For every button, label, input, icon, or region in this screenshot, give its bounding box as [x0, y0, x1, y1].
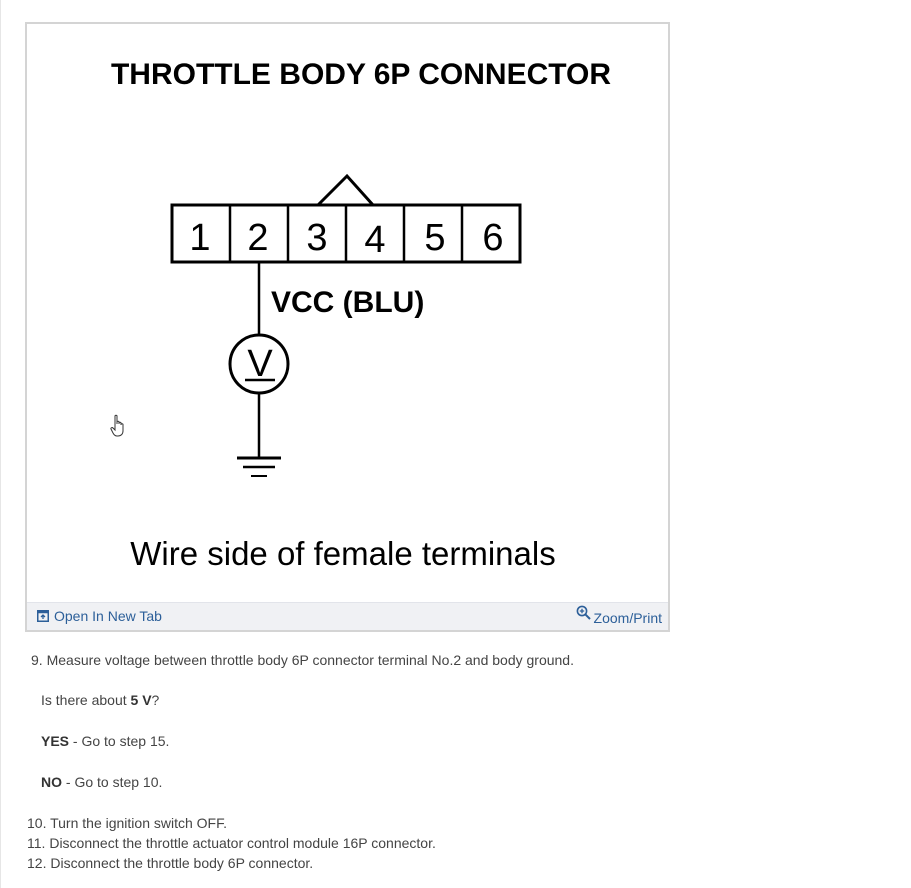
step-text: Measure voltage between throttle body 6P… [46, 652, 574, 668]
connector-figure: THROTTLE BODY 6P CONNECTOR 1 2 3 4 5 6 V… [25, 22, 670, 632]
step-9-no: NO - Go to step 10. [41, 774, 162, 790]
open-in-new-tab-link[interactable]: Open In New Tab [37, 608, 162, 624]
connector-diagram: THROTTLE BODY 6P CONNECTOR 1 2 3 4 5 6 V… [111, 58, 611, 572]
open-in-new-tab-label: Open In New Tab [54, 608, 162, 624]
no-text: - Go to step 10. [62, 774, 163, 790]
terminal-2-label: 2 [247, 217, 268, 259]
voltmeter-symbol: V [247, 343, 273, 385]
step-9-question: Is there about 5 V? [41, 692, 159, 708]
zoom-in-icon [576, 605, 591, 620]
step-11: 11. Disconnect the throttle actuator con… [27, 835, 436, 851]
terminal-3-label: 3 [306, 217, 327, 259]
zoom-print-label: Zoom/Print [593, 610, 662, 626]
yes-text: - Go to step 15. [69, 733, 170, 749]
step-number: 10. [27, 815, 47, 831]
step-10: 10. Turn the ignition switch OFF. [27, 815, 227, 831]
step-9-yes: YES - Go to step 15. [41, 733, 169, 749]
page-left-border [0, 0, 1, 888]
zoom-print-link[interactable]: Zoom/Print [576, 604, 662, 626]
step-number: 11. [27, 835, 46, 851]
step-number: 9. [31, 652, 43, 668]
diagram-caption: Wire side of female terminals [130, 535, 555, 572]
terminal-4-label: 4 [364, 219, 385, 261]
connector-key [316, 173, 375, 207]
diagram-title: THROTTLE BODY 6P CONNECTOR [111, 58, 611, 91]
wire-color-label: VCC (BLU) [271, 286, 424, 319]
step-text: Turn the ignition switch OFF. [50, 815, 227, 831]
step-number: 12. [27, 855, 47, 871]
question-value: 5 V [130, 692, 152, 708]
no-label: NO [41, 774, 62, 790]
terminal-5-label: 5 [424, 217, 445, 259]
terminal-6-label: 6 [482, 217, 503, 259]
question-prefix: Is there about [41, 692, 131, 708]
terminal-1-label: 1 [189, 217, 210, 259]
step-12: 12. Disconnect the throttle body 6P conn… [27, 855, 313, 871]
step-text: Disconnect the throttle actuator control… [49, 835, 436, 851]
question-suffix: ? [151, 692, 160, 708]
step-text: Disconnect the throttle body 6P connecto… [50, 855, 314, 871]
ground-symbol-icon [237, 456, 281, 477]
step-9: 9. Measure voltage between throttle body… [31, 652, 574, 668]
open-new-tab-icon [37, 610, 49, 622]
yes-label: YES [41, 733, 70, 749]
figure-toolbar: Open In New Tab Zoom/Print [27, 602, 668, 630]
hand-cursor-icon [110, 414, 124, 437]
